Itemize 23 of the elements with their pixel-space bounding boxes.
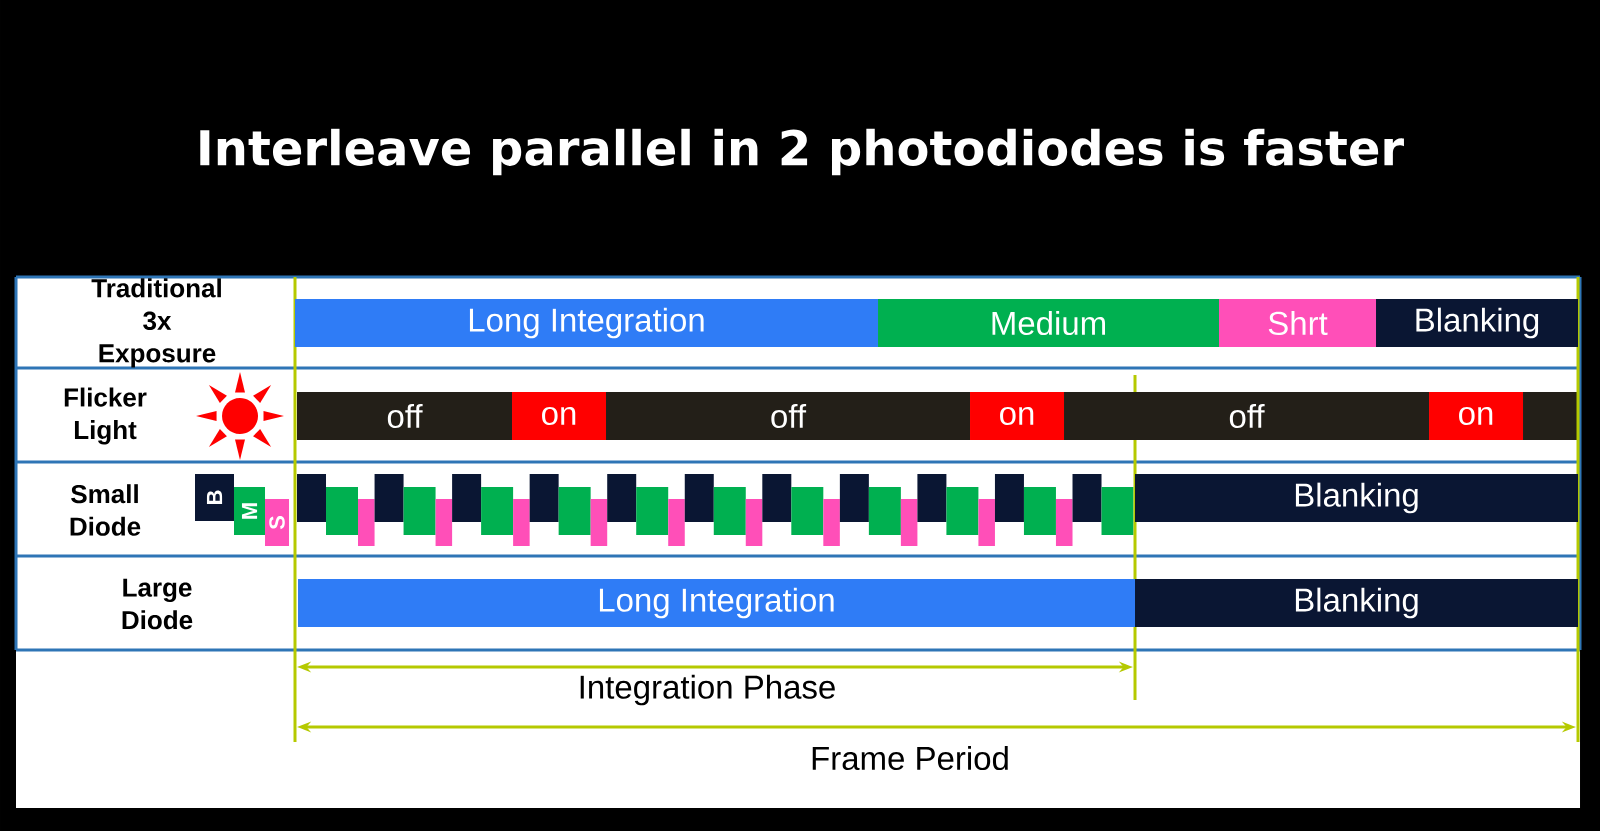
timing-bar: Long Integration xyxy=(295,299,878,347)
timing-bar: off xyxy=(1064,392,1429,440)
timing-bar: Shrt xyxy=(1219,299,1376,347)
timing-bar: Blanking xyxy=(1135,474,1578,522)
row-header: Traditional 3x Exposure xyxy=(91,278,221,368)
timing-bar: off xyxy=(606,392,970,440)
timing-bar: on xyxy=(512,392,606,440)
row-header: Large Diode xyxy=(122,578,193,630)
title: Interleave parallel in 2 photodiodes is faster xyxy=(200,128,1404,176)
row-header: Small Diode xyxy=(70,484,141,536)
dimension-label: Integration Phase xyxy=(580,674,835,706)
timing-bar: on xyxy=(1429,392,1523,440)
timing-bar: Blanking xyxy=(1376,299,1578,347)
timing-bar: off xyxy=(297,392,512,440)
timing-bar: Blanking xyxy=(1135,579,1578,627)
timing-bar: Medium xyxy=(878,299,1219,347)
legend-block: S xyxy=(265,499,289,546)
row-header: Flicker Light xyxy=(64,387,147,445)
legend-block: M xyxy=(234,487,265,535)
timing-bar: Long Integration xyxy=(298,579,1135,627)
timing-bar: on xyxy=(970,392,1064,440)
legend-block: B xyxy=(195,474,234,521)
dimension-label: Frame Period xyxy=(812,745,1008,771)
